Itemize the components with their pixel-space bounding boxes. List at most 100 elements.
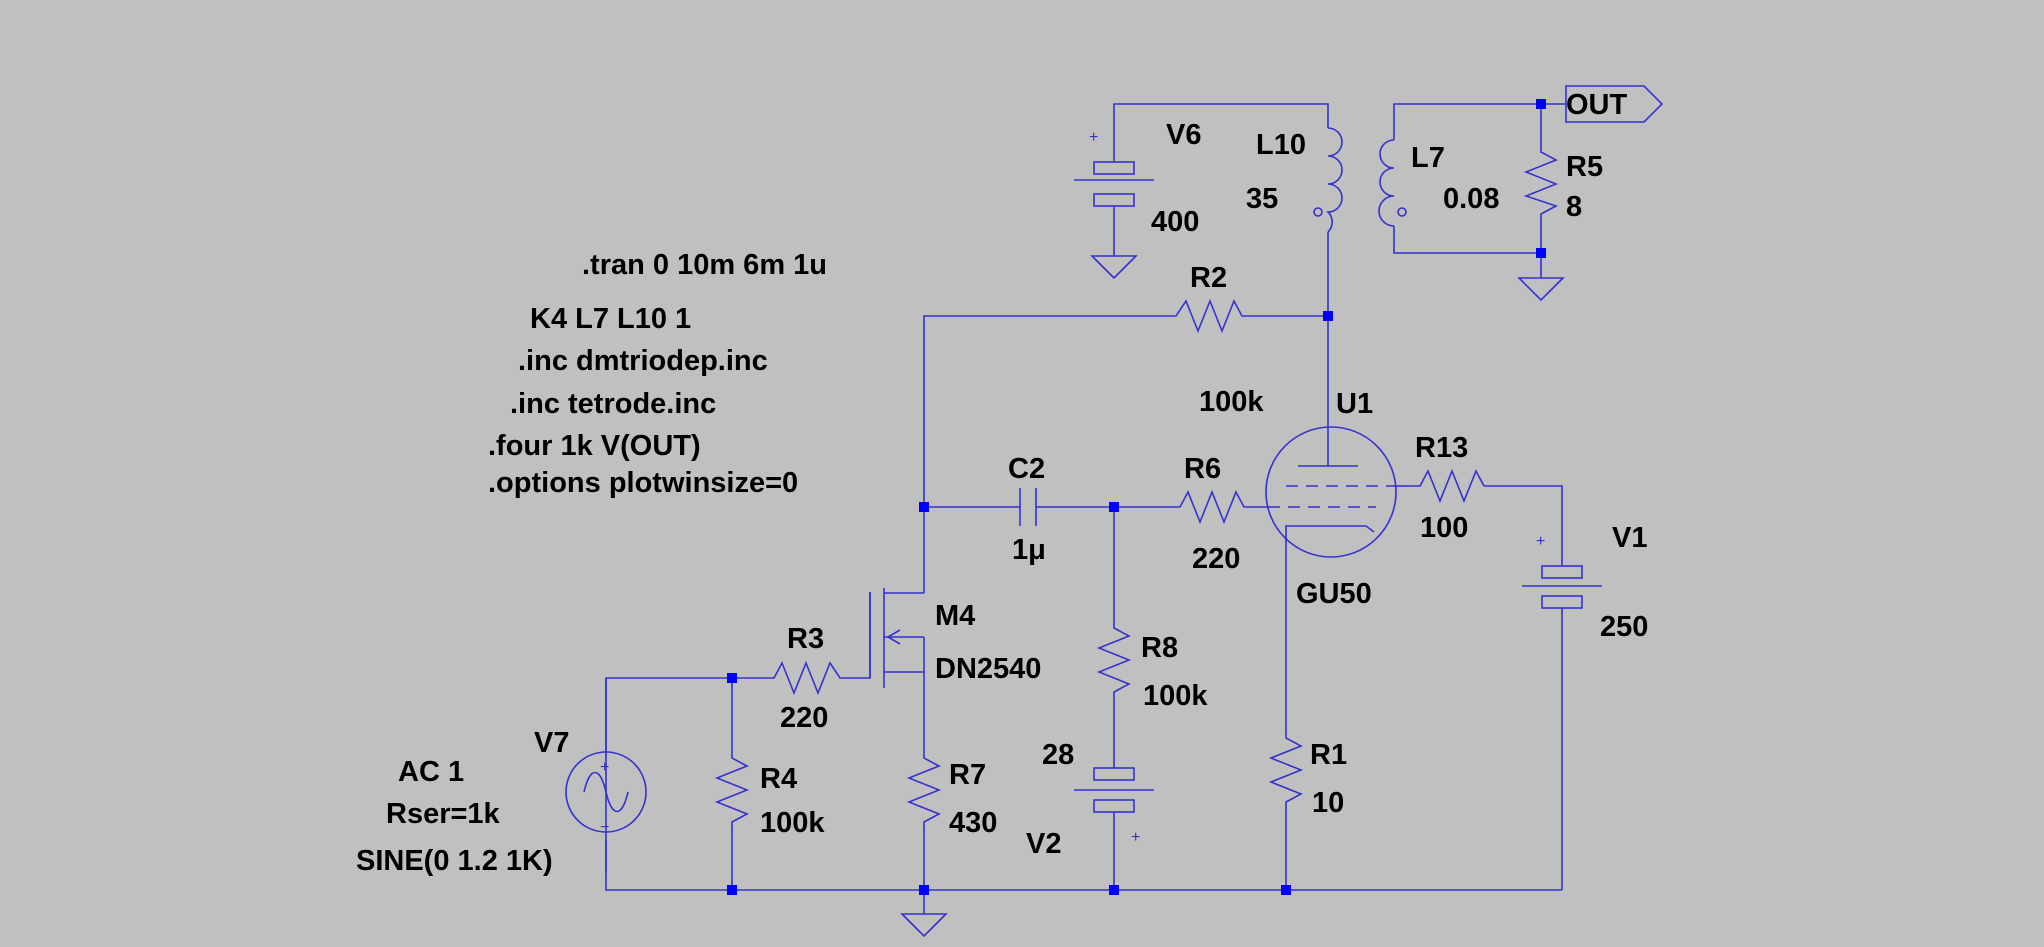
- wire-r2-left: [923, 315, 1166, 507]
- v7-name: V7: [534, 727, 569, 759]
- junction-dot: [1109, 502, 1119, 512]
- junction-dot: [1536, 248, 1546, 258]
- wire-l7-top: [1393, 103, 1541, 140]
- r4-name: R4: [760, 763, 797, 795]
- directive-options: .options plotwinsize=0: [488, 467, 798, 499]
- sine-wave-icon: [583, 771, 629, 813]
- battery-v2: +: [1074, 760, 1154, 846]
- junction-dot: [727, 885, 737, 895]
- r3-name: R3: [787, 623, 824, 655]
- junctions: [727, 99, 1546, 895]
- junction-dot: [1536, 99, 1546, 109]
- wire-r13-v1: [1484, 485, 1563, 548]
- inductor-l7: [1378, 139, 1407, 227]
- r1-name: R1: [1310, 739, 1347, 771]
- l7-dot: [1397, 207, 1407, 217]
- wires: [605, 103, 1566, 914]
- v6-name: V6: [1166, 119, 1201, 151]
- v7-sine: SINE(0 1.2 1K): [356, 845, 553, 877]
- r7-name: R7: [949, 759, 986, 791]
- u1-name: U1: [1336, 388, 1373, 420]
- inductor-l10: [1313, 127, 1343, 233]
- wire-v7-top: [605, 677, 732, 873]
- inductor-l10-coil: [1326, 127, 1343, 233]
- v1-plus-sign: +: [1536, 533, 1545, 550]
- m4-value: DN2540: [935, 653, 1041, 685]
- mosfet-m4: [869, 588, 925, 688]
- r6-value: 220: [1192, 543, 1240, 575]
- r13-value: 100: [1420, 512, 1468, 544]
- resistor-r1: [1268, 728, 1304, 818]
- l7-value: 0.08: [1443, 183, 1499, 215]
- tube-u1-cathode: [1285, 525, 1375, 538]
- r1-value: 10: [1312, 787, 1344, 819]
- resistor-r2: [1166, 298, 1252, 334]
- directive-coupling: K4 L7 L10 1: [530, 303, 691, 335]
- junction-dot: [727, 673, 737, 683]
- mosfet-m4-arrow: [886, 629, 901, 645]
- battery-v1-plate-bottom: [1541, 595, 1583, 609]
- junction-dot: [1323, 311, 1333, 321]
- r4-value: 100k: [760, 807, 825, 839]
- resistor-r7: [906, 748, 942, 836]
- spice-directives: .tran 0 10m 6m 1u K4 L7 L10 1 .inc dmtri…: [488, 249, 827, 499]
- junction-dot: [1281, 885, 1291, 895]
- ground-icon-r5: [1517, 277, 1565, 302]
- r13-name: R13: [1415, 432, 1468, 464]
- c2-name: C2: [1008, 453, 1045, 485]
- junction-dot: [919, 502, 929, 512]
- l10-value: 35: [1246, 183, 1278, 215]
- v7-rser: Rser=1k: [386, 798, 501, 830]
- l7-name: L7: [1411, 142, 1445, 174]
- v2-name: V2: [1026, 828, 1061, 860]
- wire-v6-l10: [1113, 103, 1329, 140]
- tube-u1-envelope: [1265, 426, 1397, 558]
- resistor-r3: [764, 660, 848, 696]
- l10-name: L10: [1256, 129, 1306, 161]
- battery-v2-plate-bottom: [1093, 799, 1135, 813]
- out-label: OUT: [1566, 89, 1628, 121]
- tube-u1: [1265, 426, 1397, 558]
- m4-name: M4: [935, 600, 975, 632]
- r5-name: R5: [1566, 151, 1603, 183]
- v2-plus-sign: +: [1131, 829, 1140, 846]
- v2-value: 28: [1042, 739, 1074, 771]
- v6-value: 400: [1151, 206, 1199, 238]
- resistor-r6: [1170, 489, 1250, 525]
- directive-four: .four 1k V(OUT): [488, 430, 701, 462]
- u1-value: GU50: [1296, 578, 1372, 610]
- v1-name: V1: [1612, 522, 1647, 554]
- battery-v6-plate-top: [1093, 161, 1135, 175]
- r7-value: 430: [949, 807, 997, 839]
- ground-icon-main: [900, 913, 948, 938]
- out-flag: [1565, 85, 1664, 123]
- wire-gate: [848, 592, 871, 679]
- r2-value: 100k: [1199, 386, 1264, 418]
- battery-v1-plate-top: [1541, 565, 1583, 579]
- c2-value: 1μ: [1012, 534, 1046, 566]
- source-v7: + −: [565, 678, 647, 836]
- directive-inc-triode: .inc dmtriodep.inc: [518, 345, 768, 377]
- v7-ac: AC 1: [398, 756, 464, 788]
- battery-v6: +: [1074, 129, 1154, 212]
- capacitor-c2: [1019, 488, 1037, 526]
- junction-dot: [919, 885, 929, 895]
- junction-dot: [1109, 885, 1119, 895]
- r8-name: R8: [1141, 632, 1178, 664]
- r8-value: 100k: [1143, 680, 1208, 712]
- wire-l7-bot: [1393, 226, 1541, 254]
- resistor-r13: [1410, 468, 1485, 504]
- battery-v1: +: [1522, 533, 1602, 618]
- directive-tran: .tran 0 10m 6m 1u: [582, 249, 827, 281]
- v7-plus-sign: +: [600, 759, 609, 776]
- battery-v2-plate-top: [1093, 767, 1135, 781]
- r3-value: 220: [780, 702, 828, 734]
- v6-plus-sign: +: [1089, 129, 1098, 146]
- v1-value: 250: [1600, 611, 1648, 643]
- resistor-r5: [1523, 142, 1559, 218]
- ground-icon-v6: [1090, 255, 1138, 280]
- r2-name: R2: [1190, 262, 1227, 294]
- resistor-r4: [714, 748, 750, 836]
- resistor-r8: [1096, 618, 1132, 708]
